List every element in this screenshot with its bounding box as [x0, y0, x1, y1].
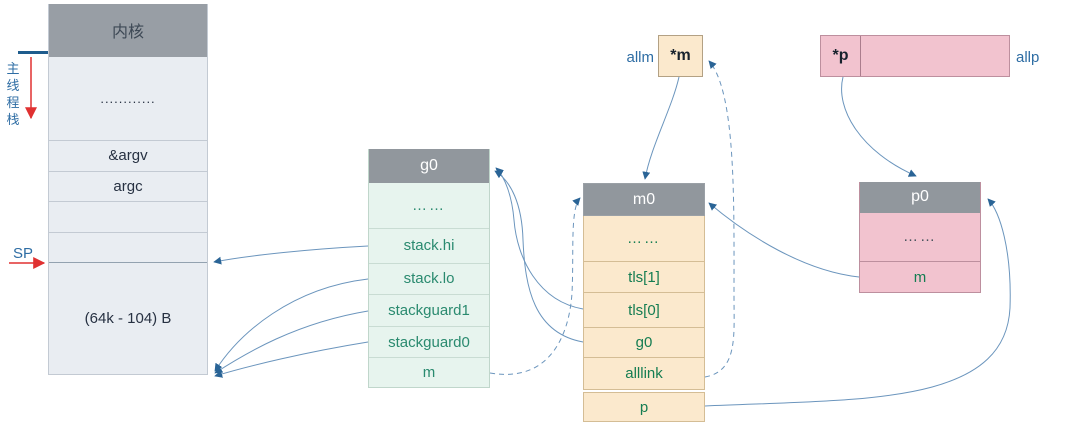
arrow-allp-to-p0 — [841, 76, 917, 177]
arrow-m0g0-to-g0 — [494, 170, 584, 343]
kernel-stack-box: 内核 ............ &argv argc (64k - 104) B — [48, 4, 208, 375]
m0-title: m0 — [583, 183, 705, 216]
p0-title: p0 — [860, 182, 980, 213]
arrow-g0m-to-m0 — [489, 197, 581, 375]
m0-field-alllink: alllink — [583, 358, 705, 390]
g0-field-stack-lo: stack.lo — [369, 262, 489, 295]
g0-field-stack-hi: stack.hi — [369, 227, 489, 263]
arrow-p0m-to-m0 — [708, 202, 860, 278]
g0-field-ellipsis: …… — [369, 182, 489, 228]
g0-title: g0 — [369, 149, 489, 183]
stack-top-tick — [18, 51, 48, 54]
allm-pointer-box: *m — [658, 35, 703, 77]
sp-label: SP — [13, 245, 34, 262]
g0-field-stackguard0: stackguard0 — [369, 326, 489, 358]
m0-struct-box: m0 …… tls[1] tls[0] g0 alllink p — [583, 183, 705, 422]
p0-field-m: m — [860, 261, 980, 292]
kernel-stack-title: 内核 — [49, 4, 207, 57]
stack-row-argv: &argv — [49, 139, 207, 171]
allp-label: allp — [1016, 49, 1040, 66]
main-thread-stack-label: 主线程栈 — [6, 61, 20, 127]
arrow-tls0-to-g0 — [495, 167, 584, 310]
stack-row-argc: argc — [49, 170, 207, 202]
arrow-alllink-to-allm — [704, 60, 735, 378]
m0-field-p: p — [583, 392, 705, 422]
arrow-stackhi-to-sp — [213, 245, 369, 265]
m0-field-tls0: tls[0] — [583, 293, 705, 328]
g0-field-m: m — [369, 357, 489, 388]
m0-field-tls1: tls[1] — [583, 262, 705, 293]
arrow-allm-to-m0 — [642, 76, 680, 180]
g0-field-stackguard1: stackguard1 — [369, 294, 489, 327]
allm-label: allm — [626, 49, 654, 66]
m0-field-g0: g0 — [583, 328, 705, 358]
allp-array-box: *p — [820, 35, 1010, 77]
stack-row-64k: (64k - 104) B — [49, 262, 207, 375]
allp-pointer-cell: *p — [821, 36, 861, 76]
g0-struct-box: g0 …… stack.hi stack.lo stackguard1 stac… — [368, 149, 490, 388]
m0-field-ellipsis: …… — [583, 216, 705, 262]
p0-field-ellipsis: …… — [860, 212, 980, 262]
stack-row-empty — [49, 201, 207, 233]
stack-row-empty — [49, 232, 207, 263]
arrow-stacklo-to-bottom — [214, 278, 369, 372]
arrow-stackguard0-to-bottom — [214, 341, 369, 378]
stack-row-ellipsis: ............ — [49, 56, 207, 140]
arrow-stackguard1-to-bottom — [214, 310, 369, 374]
p0-struct-box: p0 …… m — [859, 182, 981, 293]
